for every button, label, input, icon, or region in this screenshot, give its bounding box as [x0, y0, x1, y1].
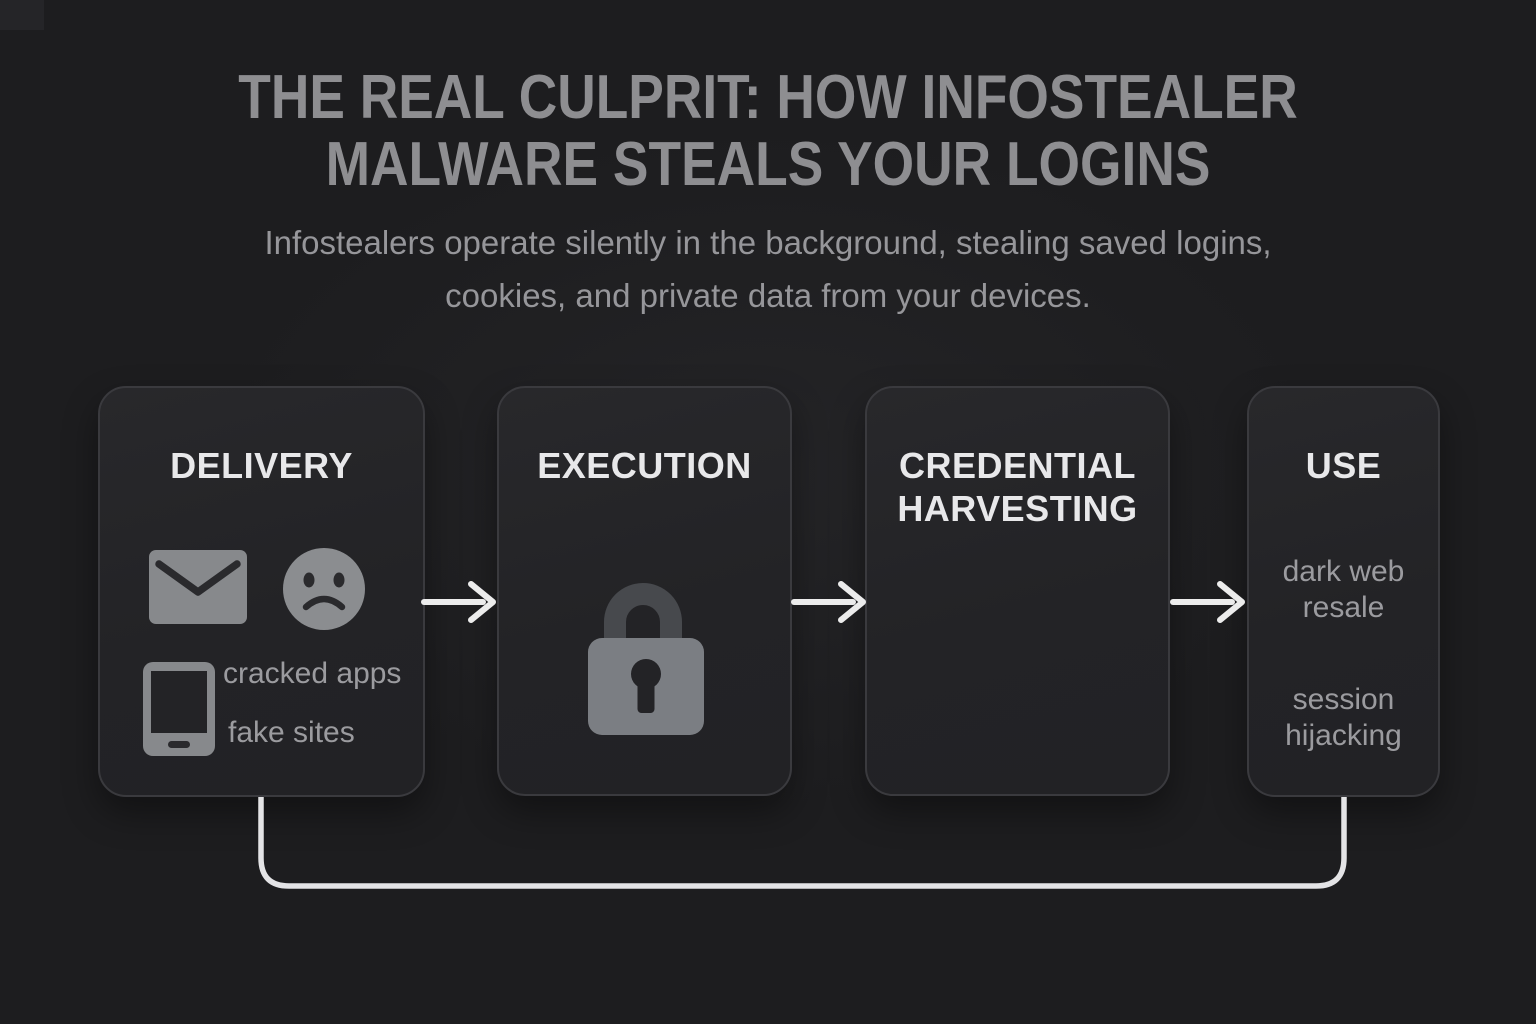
- use-item-dark-web-resale: dark web resale: [1282, 555, 1405, 624]
- arrow-right-icon: [1170, 581, 1245, 623]
- delivery-item-cracked-apps: cracked apps: [223, 657, 402, 690]
- corner-artifact: [0, 0, 44, 30]
- padlock-icon: [588, 583, 704, 735]
- page-title-line-1: THE REAL CULPRIT: HOW INFOSTEALER: [238, 63, 1298, 132]
- use-item-session-hijacking: session hijacking: [1285, 683, 1402, 752]
- stage-title-line-harvesting: HARVESTING: [897, 488, 1138, 529]
- stage-card-credential-harvesting: CREDENTIAL HARVESTING: [865, 386, 1170, 796]
- stage-title-delivery: DELIVERY: [170, 445, 353, 486]
- sad-face-icon: [283, 548, 365, 630]
- arrow-right-icon: [421, 581, 496, 623]
- page-title-line-2: MALWARE STEALS YOUR LOGINS: [325, 130, 1211, 199]
- arrow-right-icon: [791, 581, 866, 623]
- page-subtitle: Infostealers operate silently in the bac…: [0, 216, 1536, 322]
- stage-title-credential-harvesting: CREDENTIAL HARVESTING: [867, 444, 1168, 530]
- stage-title-use: USE: [1305, 445, 1382, 486]
- stage-title-line-credential: CREDENTIAL: [899, 445, 1136, 486]
- stage-title-execution: EXECUTION: [537, 445, 752, 486]
- envelope-icon: [149, 550, 247, 624]
- stage-card-delivery: DELIVERY cracked apps fake sites: [98, 386, 425, 797]
- page-title: THE REAL CULPRIT: HOW INFOSTEALER MALWAR…: [108, 64, 1429, 198]
- page-subtitle-line-2: cookies, and private data from your devi…: [445, 277, 1091, 314]
- delivery-item-fake-sites: fake sites: [228, 716, 355, 749]
- page-subtitle-line-1: Infostealers operate silently in the bac…: [264, 224, 1272, 261]
- stage-card-use: USE dark web resale session hijacking: [1247, 386, 1440, 797]
- stage-card-execution: EXECUTION: [497, 386, 792, 796]
- phone-icon: [143, 662, 215, 756]
